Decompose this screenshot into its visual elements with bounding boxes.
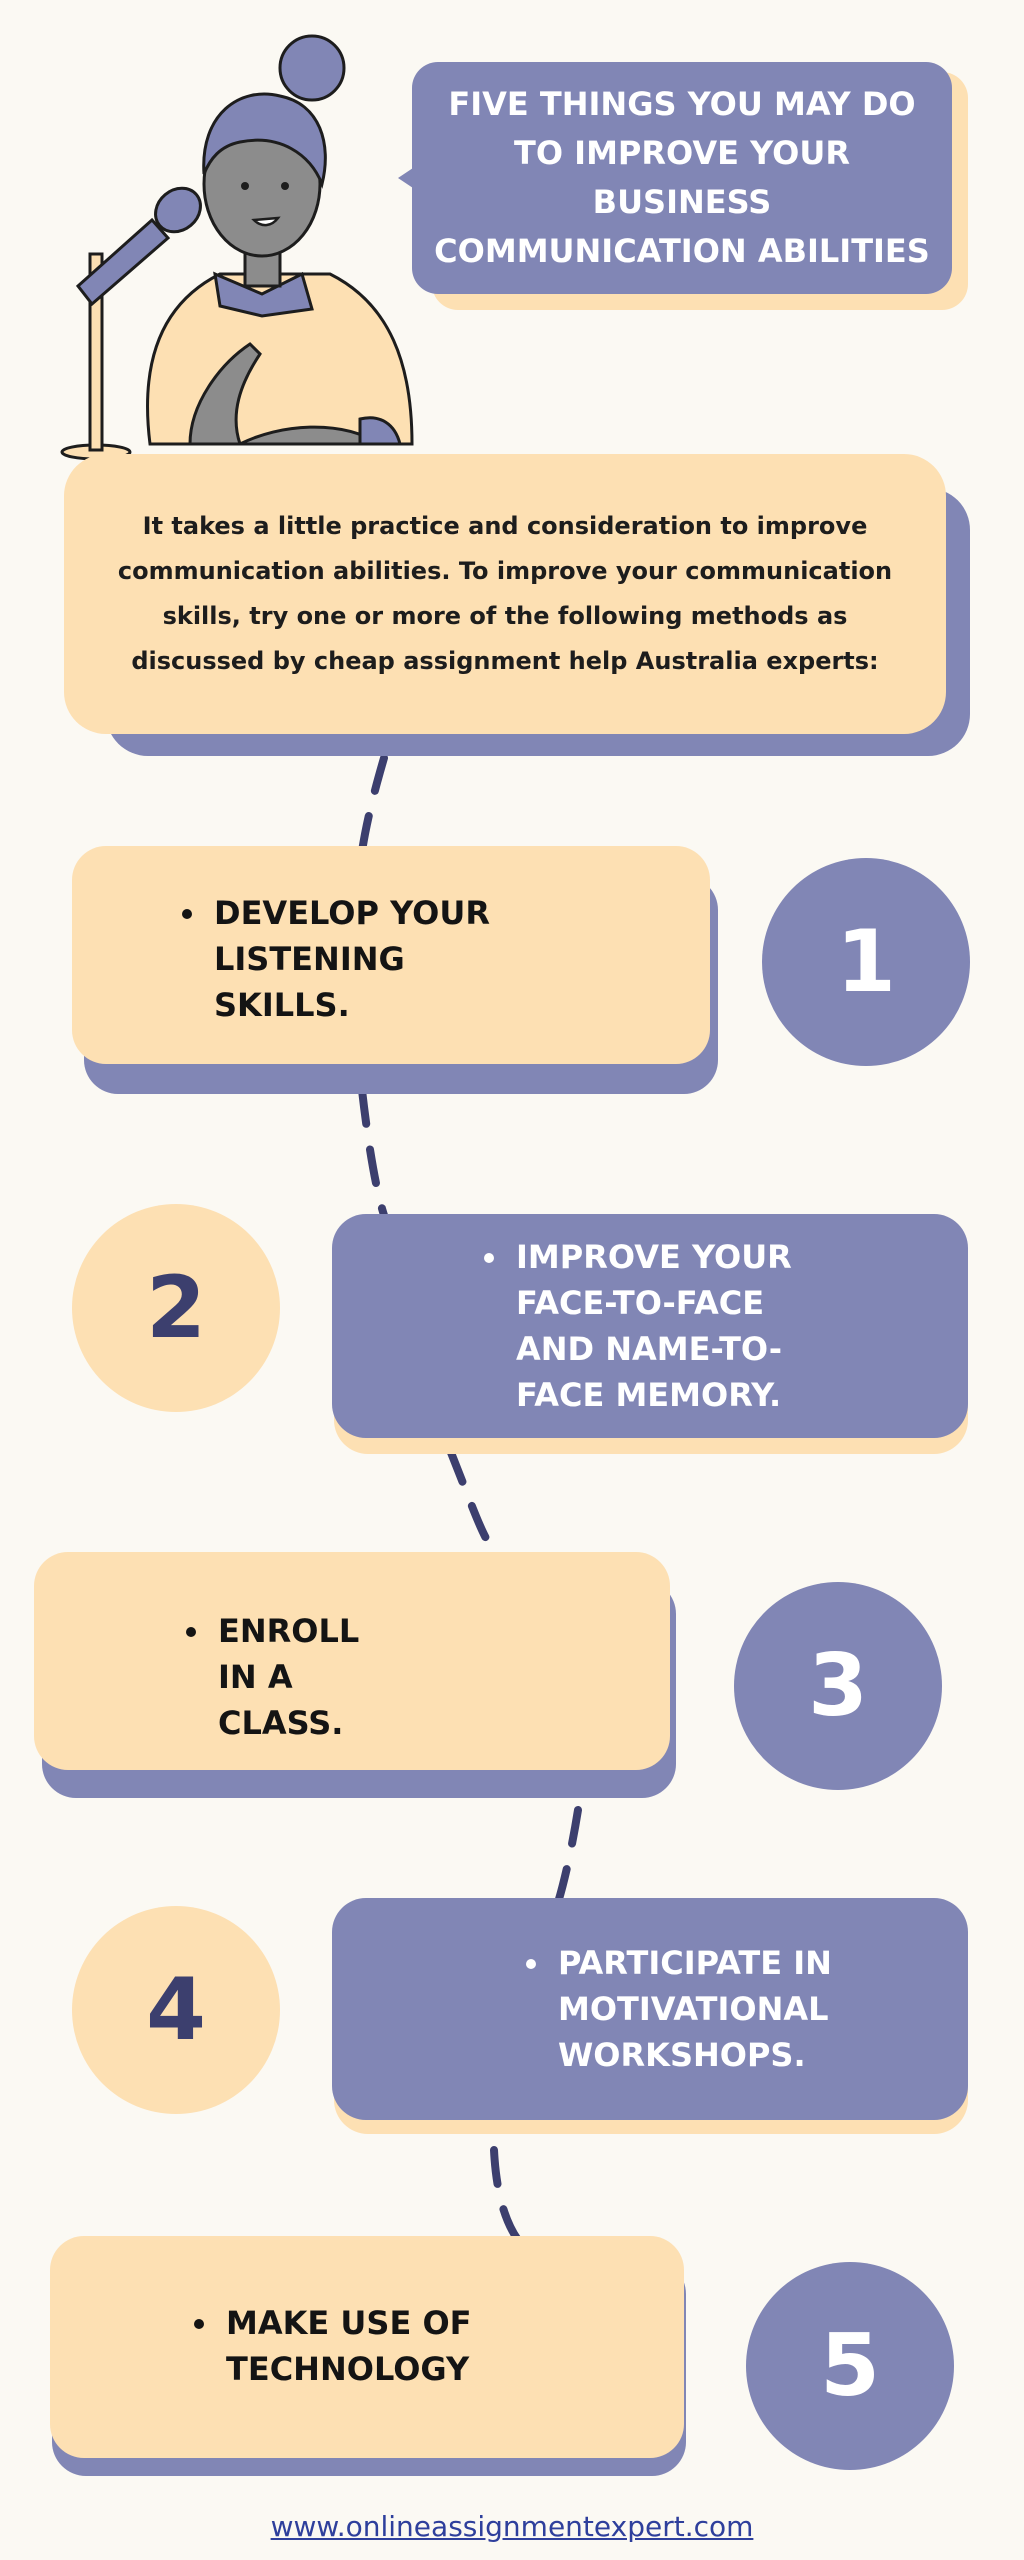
step-1-list: DEVELOP YOUR LISTENING SKILLS. xyxy=(180,890,490,1028)
step-1-card: DEVELOP YOUR LISTENING SKILLS. xyxy=(72,846,710,1064)
title-bubble-tail xyxy=(398,166,416,190)
step-1-text: DEVELOP YOUR LISTENING SKILLS. xyxy=(180,890,490,1028)
step-3-list: ENROLL IN A CLASS. xyxy=(184,1608,359,1746)
step-4-number-circle: 4 xyxy=(72,1906,280,2114)
step-2-card: IMPROVE YOUR FACE-TO-FACE AND NAME-TO- F… xyxy=(332,1214,968,1438)
intro-text: It takes a little practice and considera… xyxy=(117,512,893,675)
intro-box: It takes a little practice and considera… xyxy=(64,454,946,734)
step-4-card: PARTICIPATE IN MOTIVATIONAL WORKSHOPS. xyxy=(332,1898,968,2120)
microphone-icon xyxy=(60,186,202,461)
step-2-number-circle: 2 xyxy=(72,1204,280,1412)
speaker-illustration xyxy=(60,34,414,461)
step-2-text: IMPROVE YOUR FACE-TO-FACE AND NAME-TO- F… xyxy=(482,1234,792,1418)
step-2-list: IMPROVE YOUR FACE-TO-FACE AND NAME-TO- F… xyxy=(482,1234,792,1418)
title-bubble: FIVE THINGS YOU MAY DO TO IMPROVE YOUR B… xyxy=(412,62,952,294)
step-5-number-circle: 5 xyxy=(746,2262,954,2470)
step-4-text: PARTICIPATE IN MOTIVATIONAL WORKSHOPS. xyxy=(524,1940,832,2078)
step-3-number-circle: 3 xyxy=(734,1582,942,1790)
step-4-number: 4 xyxy=(146,1960,206,2060)
step-5-list: MAKE USE OF TECHNOLOGY xyxy=(192,2300,472,2392)
step-1-number-circle: 1 xyxy=(762,858,970,1066)
step-3-number: 3 xyxy=(808,1636,868,1736)
step-1-number: 1 xyxy=(836,912,896,1012)
page-title: FIVE THINGS YOU MAY DO TO IMPROVE YOUR B… xyxy=(434,85,930,270)
step-5-number: 5 xyxy=(820,2316,880,2416)
step-5-text: MAKE USE OF TECHNOLOGY xyxy=(192,2300,472,2392)
footer-link[interactable]: www.onlineassignmentexpert.com xyxy=(270,2510,754,2543)
step-5-card: MAKE USE OF TECHNOLOGY xyxy=(50,2236,684,2458)
step-3-card: ENROLL IN A CLASS. xyxy=(34,1552,670,1770)
step-3-text: ENROLL IN A CLASS. xyxy=(184,1608,359,1746)
step-2-number: 2 xyxy=(146,1258,206,1358)
step-4-list: PARTICIPATE IN MOTIVATIONAL WORKSHOPS. xyxy=(524,1940,832,2078)
